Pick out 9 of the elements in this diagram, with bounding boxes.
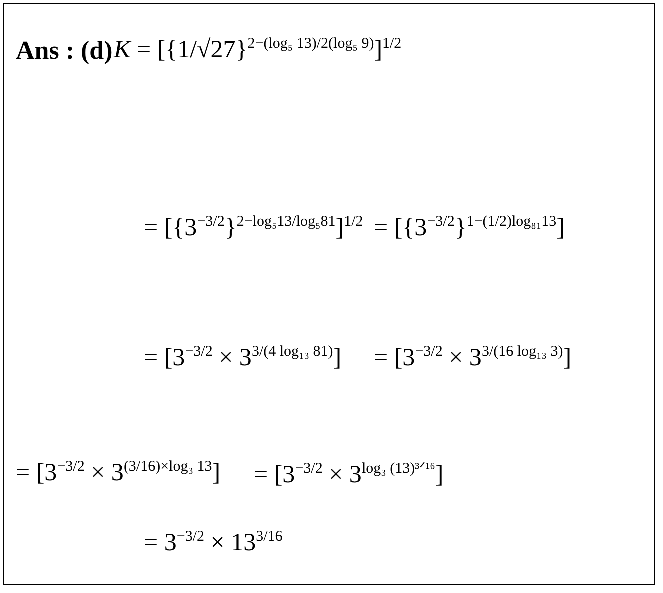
- equation-line: K = [{1/√27}$^{2−(log₅ 13)/2(log₅ 9)}$]$^{1/2}$: [114, 36, 402, 64]
- equation-line: = 3$^{−3/2}$ × 13$^{3/16}$: [144, 529, 283, 558]
- equation-line: = [{3$^{−3/2}$}$^{1−(1/2)log₈₁13}$]: [374, 214, 565, 242]
- answer-label: Ans : (d): [16, 36, 113, 66]
- equation-line: = [3$^{−3/2}$ × 3$^{3/(16 log₁₃ 3)}$]: [374, 344, 572, 372]
- equation-line: = [3$^{−3/2}$ × 3$^{3/(4 log₁₃ 81)}$]: [144, 344, 342, 372]
- equation-line: = [{3$^{−3/2}$}$^{2−log₅13/log₅81}$]$^{1/2}$: [144, 214, 364, 242]
- equation-line: = [3$^{−3/2}$ × 3$^{log₃ (13)³ᐟ¹⁶}$]: [254, 460, 444, 490]
- equation-line: = [3$^{−3/2}$ × 3$^{(3/16)×log₃ 13}$]: [16, 459, 221, 488]
